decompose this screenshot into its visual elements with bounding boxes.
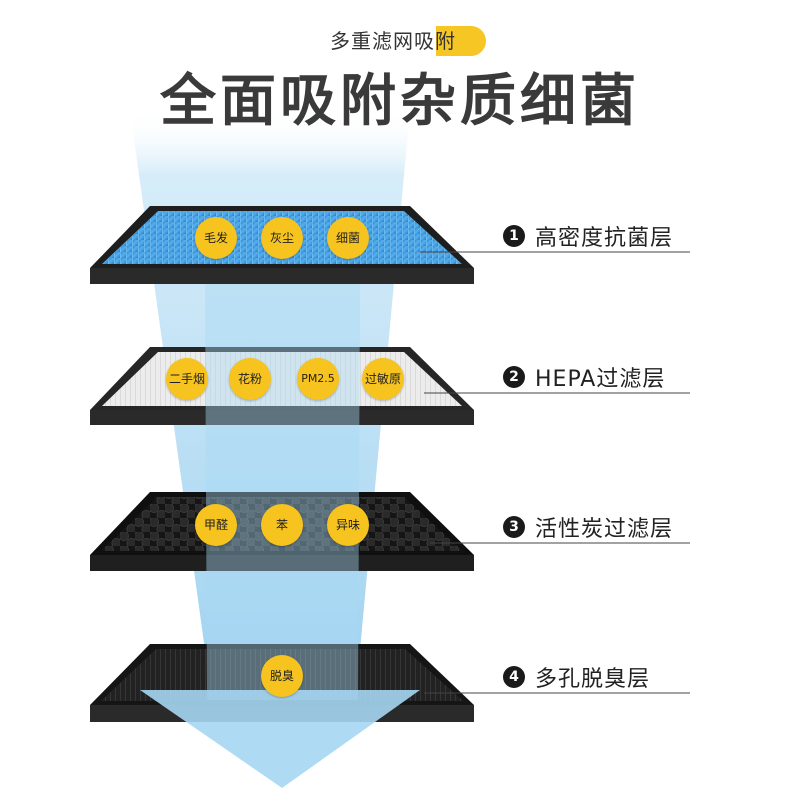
pollutant-badge-hair: 毛发 xyxy=(195,217,237,259)
pollutant-badge-pm25: PM2.5 xyxy=(297,358,339,400)
pollutant-badge-smoke: 二手烟 xyxy=(166,358,208,400)
layer-label-text: HEPA过滤层 xyxy=(535,367,666,392)
number-badge-icon: 3 xyxy=(503,516,525,538)
pollutant-badge-benzene: 苯 xyxy=(261,504,303,546)
leader-lines xyxy=(420,251,690,694)
layer-label-1: 1 高密度抗菌层 xyxy=(503,218,673,254)
pollutant-badge-pollen: 花粉 xyxy=(229,358,271,400)
pollutant-badge-formaldehyde: 甲醛 xyxy=(195,504,237,546)
number-badge-icon: 4 xyxy=(503,666,525,688)
pollutant-badge-dust: 灰尘 xyxy=(261,217,303,259)
tagline: 多重滤网吸附 xyxy=(330,26,486,56)
headline: 全面吸附杂质细菌 xyxy=(160,69,640,134)
airflow-beam-overlay xyxy=(205,284,360,700)
number-badge-icon: 1 xyxy=(503,225,525,247)
pollutant-badge-odor: 异味 xyxy=(327,504,369,546)
layer-label-text: 活性炭过滤层 xyxy=(535,517,674,542)
layer-label-4: 4 多孔脱臭层 xyxy=(503,659,650,695)
number-badge-icon: 2 xyxy=(503,366,525,388)
pollutant-badge-deodorize: 脱臭 xyxy=(261,655,303,697)
layer-label-text: 多孔脱臭层 xyxy=(535,667,651,692)
layer-label-text: 高密度抗菌层 xyxy=(535,226,674,251)
layer-label-3: 3 活性炭过滤层 xyxy=(503,509,673,545)
airflow-arrow-icon xyxy=(140,690,420,788)
pollutant-badge-allergen: 过敏原 xyxy=(362,358,404,400)
pollutant-badge-bacteria: 细菌 xyxy=(327,217,369,259)
layer-label-2: 2 HEPA过滤层 xyxy=(503,359,665,395)
